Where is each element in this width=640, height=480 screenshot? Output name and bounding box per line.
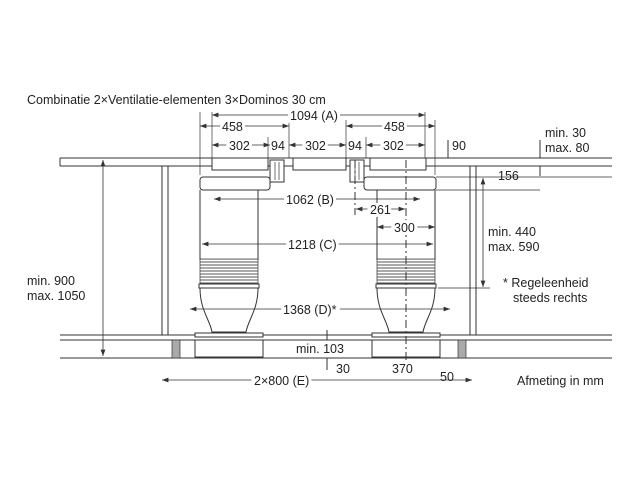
dim-156: 156 — [498, 169, 519, 183]
dim-302-3: 302 — [383, 139, 404, 153]
unit-note: Afmeting in mm — [517, 374, 604, 388]
dim-94-2: 94 — [348, 139, 362, 153]
dim-302-2: 302 — [305, 139, 326, 153]
dim-b: 1062 (B) — [286, 193, 334, 207]
dim-261: 261 — [370, 203, 391, 217]
depth-min: min. 440 — [488, 225, 536, 239]
worktop-max: max. 80 — [545, 141, 590, 155]
dim-94-1: 94 — [271, 139, 285, 153]
dim-90: 90 — [452, 139, 466, 153]
drawing-title: Combinatie 2×Ventilatie-elementen 3×Domi… — [27, 93, 326, 107]
extension-lines — [199, 112, 612, 289]
height-min: min. 900 — [27, 274, 75, 288]
dim-a: 1094 (A) — [290, 109, 338, 123]
domino-hobs — [211, 157, 427, 183]
dim-302-1: 302 — [229, 139, 250, 153]
cabinet — [60, 166, 612, 359]
dimension-lines — [100, 112, 541, 383]
air-plenum — [199, 176, 437, 191]
dim-50: 50 — [440, 370, 454, 384]
duct-left — [194, 190, 264, 338]
dim-min-103: min. 103 — [296, 342, 344, 356]
dim-458-left: 458 — [222, 120, 243, 134]
height-max: max. 1050 — [27, 289, 85, 303]
dim-300: 300 — [394, 221, 415, 235]
depth-max: max. 590 — [488, 240, 539, 254]
dim-370: 370 — [392, 362, 413, 376]
control-note-1: * Regeleenheid — [503, 276, 589, 290]
dim-c: 1218 (C) — [288, 238, 337, 252]
dim-30: 30 — [336, 362, 350, 376]
dim-d: 1368 (D)* — [283, 303, 337, 317]
worktop-min: min. 30 — [545, 126, 586, 140]
dim-458-right: 458 — [384, 120, 405, 134]
control-note-2: steeds rechts — [513, 291, 587, 305]
dim-e: 2×800 (E) — [254, 374, 309, 388]
dimension-labels: 1094 (A) 458 458 302 94 302 94 302 90 10… — [27, 106, 604, 391]
